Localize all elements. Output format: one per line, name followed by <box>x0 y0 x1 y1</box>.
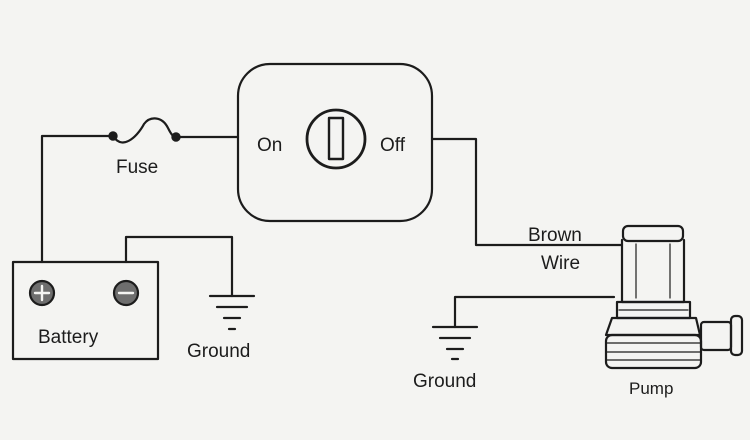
pump-base <box>604 316 702 337</box>
wire-switch-to-pump <box>430 137 624 247</box>
fuse-label: Fuse <box>116 157 159 178</box>
pump-cap <box>621 224 685 243</box>
wire-battery-to-ground <box>124 235 234 298</box>
pump-outlet-tip <box>729 314 744 357</box>
pump-outlet <box>699 320 733 352</box>
wire-battery-to-fuse <box>40 134 115 264</box>
ground-symbol-right <box>431 325 479 361</box>
switch-on-label: On <box>257 135 283 156</box>
battery-label: Battery <box>38 327 99 348</box>
fuse-element <box>111 117 178 144</box>
switch-off-label: Off <box>380 135 405 156</box>
switch-dial <box>305 108 367 170</box>
ground-symbol-left <box>208 294 256 331</box>
pump-drawing <box>604 224 744 370</box>
wire-label: Wire <box>541 253 581 274</box>
switch-box <box>236 62 434 223</box>
pump-body <box>620 238 686 304</box>
brown-label: Brown <box>528 225 582 246</box>
pump-label: Pump <box>629 379 674 398</box>
battery-body <box>11 260 160 361</box>
wire-pump-to-ground <box>453 295 616 329</box>
ground-label-right: Ground <box>413 371 477 392</box>
ground-label-left: Ground <box>187 341 251 362</box>
switch-toggle <box>327 116 345 161</box>
